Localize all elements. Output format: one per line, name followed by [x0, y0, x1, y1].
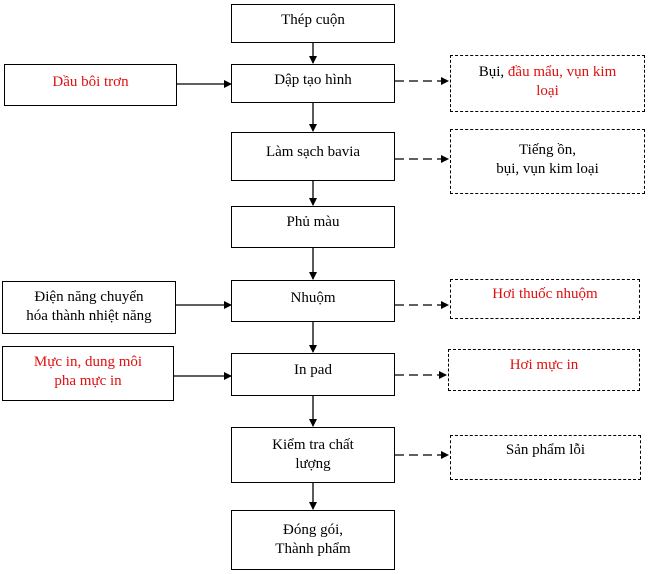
output-san-pham-loi: Sản phẩm lỗi [450, 435, 641, 480]
input-muc-in-dung-moi: Mực in, dung môi pha mực in [2, 346, 174, 401]
input-dau-boi-tron: Dầu bôi trơn [4, 64, 177, 106]
output-label: Bụi, đầu mẩu, vụn kim [479, 63, 617, 82]
output-bui-dau-mau: Bụi, đầu mẩu, vụn kim loại [450, 55, 645, 112]
input-dien-nang: Điện năng chuyển hóa thành nhiệt năng [2, 281, 176, 334]
output-label: Hơi mực in [509, 357, 579, 373]
step-label: Thành phẩm [275, 541, 351, 557]
input-label: hóa thành nhiệt năng [26, 308, 152, 324]
step-label: In pad [294, 362, 332, 378]
step-label: Dập tạo hình [274, 72, 352, 88]
step-dong-goi-thanh-pham: Đóng gói, Thành phẩm [231, 510, 395, 570]
step-label: lượng [295, 456, 331, 472]
step-kiem-tra-chat-luong: Kiểm tra chất lượng [231, 427, 395, 483]
step-label: Phủ màu [286, 214, 340, 230]
output-label-highlight: đầu mẩu, vụn kim [507, 64, 617, 80]
step-in-pad: In pad [231, 353, 395, 396]
output-label-prefix: Bụi, [478, 64, 508, 80]
step-label: Nhuộm [290, 290, 336, 306]
step-label: Đóng gói, [283, 522, 343, 538]
step-label: Thép cuộn [281, 12, 345, 28]
input-label: Điện năng chuyển [34, 289, 144, 305]
step-phu-mau: Phủ màu [231, 206, 395, 248]
step-nhuom: Nhuộm [231, 280, 395, 322]
output-label: bụi, vụn kim loại [496, 161, 599, 177]
step-lam-sach-bavia: Làm sạch bavia [231, 132, 395, 181]
output-label: Hơi thuốc nhuộm [492, 286, 598, 302]
output-tieng-on: Tiếng ồn, bụi, vụn kim loại [450, 129, 645, 194]
input-label: Dầu bôi trơn [52, 74, 129, 90]
output-hoi-thuoc-nhuom: Hơi thuốc nhuộm [450, 279, 640, 319]
step-thep-cuon: Thép cuộn [231, 4, 395, 43]
output-label: Sản phẩm lỗi [505, 442, 586, 458]
output-hoi-muc-in: Hơi mực in [448, 349, 640, 391]
step-label: Kiểm tra chất [272, 437, 354, 453]
input-label: pha mực in [54, 373, 122, 389]
output-label: Tiếng ồn, [519, 142, 576, 158]
output-label-highlight: loại [536, 83, 559, 99]
step-dap-tao-hinh: Dập tạo hình [231, 64, 395, 103]
input-label: Mực in, dung môi [33, 354, 143, 370]
step-label: Làm sạch bavia [265, 144, 361, 160]
